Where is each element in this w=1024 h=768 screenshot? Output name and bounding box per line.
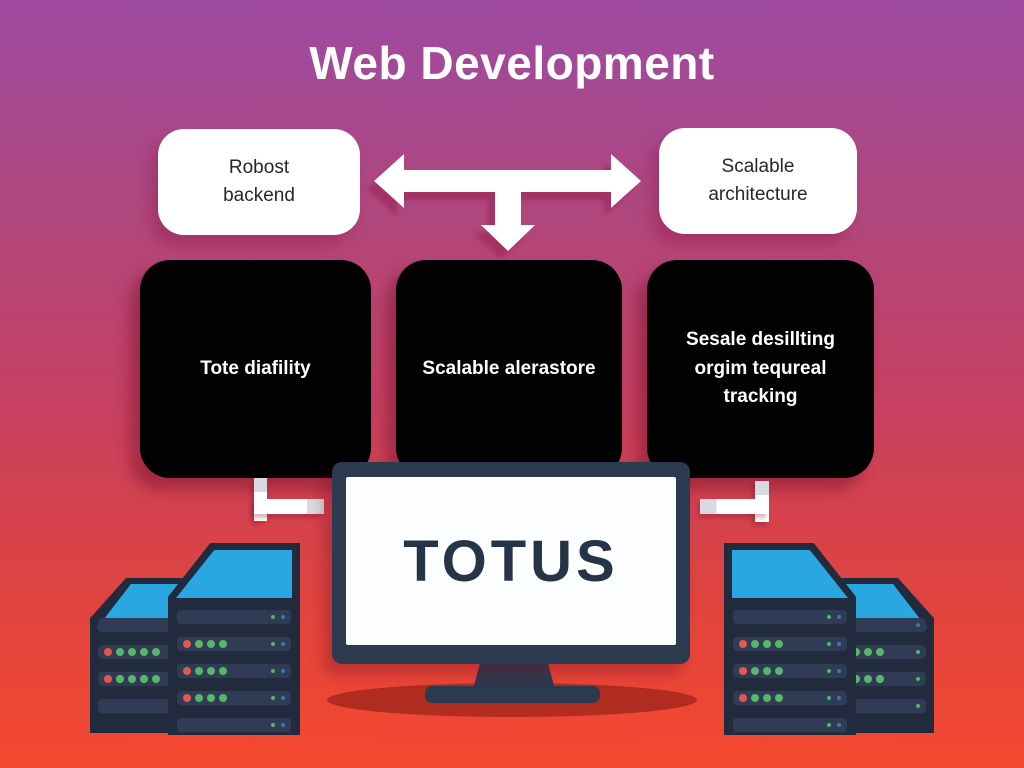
server-rack-right-icon [686, 543, 936, 740]
server-tower-large [724, 543, 856, 735]
feature-box-1: Tote diafility [140, 260, 371, 478]
top-card-right: Scalable architecture [659, 128, 857, 234]
top-card-left-label: Robost backend [223, 157, 295, 206]
monitor-stand-neck [473, 662, 555, 689]
feature-box-3-label: Sesale desillting orgim tequreal trackin… [686, 329, 835, 408]
feature-box-1-label: Tote diafility [200, 357, 311, 379]
connector-right-horizontal [700, 499, 769, 514]
monitor-icon: TOTUS [332, 462, 690, 664]
feature-box-3: Sesale desillting orgim tequreal trackin… [647, 260, 874, 478]
server-slats [724, 543, 856, 735]
page-title: Web Development [309, 37, 715, 89]
monitor-screen: TOTUS [346, 477, 676, 645]
double-arrow-icon [374, 154, 641, 251]
server-rack-left-icon [88, 543, 338, 740]
feature-box-2: Scalable alerastore [396, 260, 622, 478]
monitor-stand-base [425, 686, 600, 703]
server-slats [168, 543, 300, 735]
top-card-left: Robost backend [158, 129, 360, 235]
feature-box-2-label: Scalable alerastore [422, 357, 596, 379]
server-tower-large [168, 543, 300, 735]
monitor-brand-text: TOTUS [403, 528, 619, 594]
top-card-right-label: Scalable architecture [708, 156, 808, 205]
connector-left-horizontal [254, 499, 324, 514]
